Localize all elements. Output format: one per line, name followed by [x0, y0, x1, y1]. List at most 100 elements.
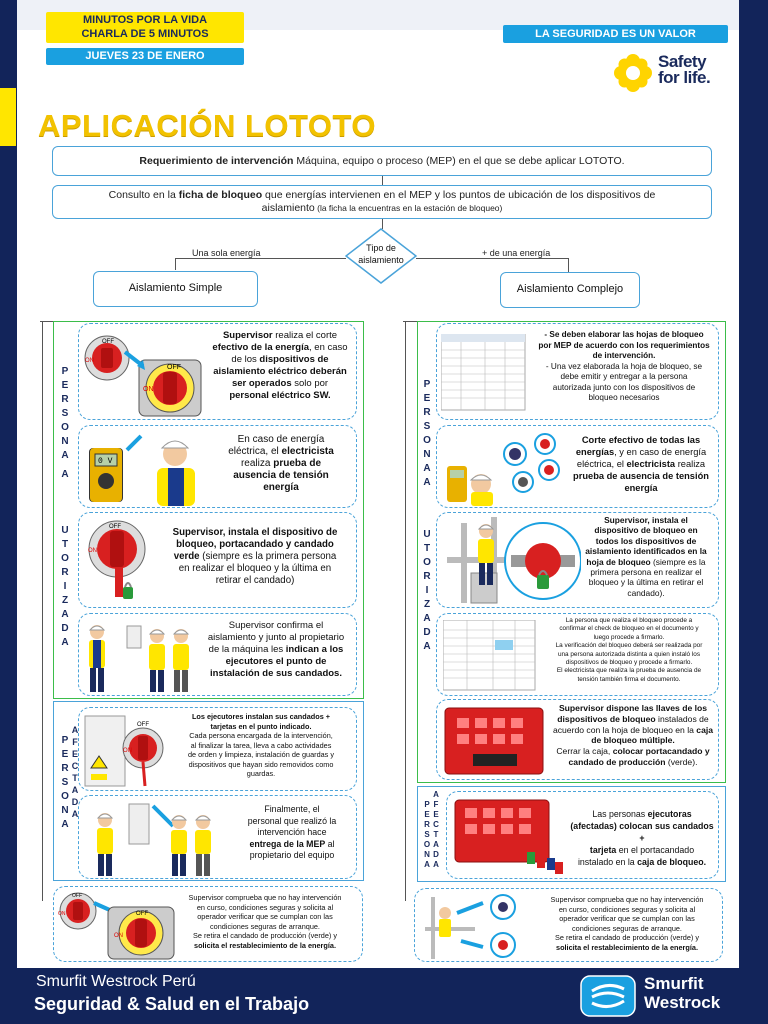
letter: S [423, 421, 431, 432]
decision-text: Tipo de aislamiento [345, 242, 417, 266]
consult-box: Consulto en la ficha de bloqueo que ener… [52, 185, 712, 219]
letter: R [423, 407, 431, 418]
letter: N [423, 449, 431, 460]
t: Corte efectivo de todas las [581, 435, 701, 445]
t: aislamiento eléctrico deberán [213, 366, 347, 377]
right-branch-line [416, 258, 568, 259]
date-tag: JUEVES 23 DE ENERO [46, 48, 244, 65]
connector [568, 258, 569, 272]
t: Cada persona encargada de la intervenció… [189, 731, 333, 740]
t: de los [231, 354, 260, 365]
a-vertical-left: A [61, 469, 69, 480]
right-step2-text: Corte efectivo de todas las energías, y … [563, 434, 718, 494]
left-step-cut-energy: OFF ON OFF ON Supervisor realiza el cort… [78, 323, 357, 420]
letter: A [71, 785, 79, 795]
t: caja [696, 724, 714, 735]
t: (siempre es la primera persona [199, 551, 337, 562]
t: bloqueo necesarios [588, 393, 660, 402]
left-accent-bar [0, 88, 16, 146]
letter: O [61, 422, 69, 433]
letter: A [71, 809, 79, 819]
t: por MEP de acuerdo con los requerimiento… [538, 340, 710, 350]
letter: D [71, 797, 79, 807]
connector [382, 219, 383, 229]
diamond-shape [345, 228, 417, 284]
letter: Z [423, 599, 431, 610]
letter: P [61, 735, 69, 746]
panel-switch-icon: OFF ON [84, 715, 164, 787]
letter: D [423, 627, 431, 638]
letter: O [423, 435, 431, 446]
t: solicita el [194, 940, 230, 950]
consult-b: ficha de bloqueo [178, 189, 263, 201]
letter: A [61, 819, 69, 830]
t: ausencia de tensión [233, 470, 329, 481]
t: una persona autorizada distinta a quien … [557, 650, 701, 658]
letter: E [61, 749, 69, 760]
t: La persona que realiza el bloqueo proced… [565, 617, 693, 624]
t: de la máquina les [208, 644, 286, 655]
t: indican a los [285, 644, 344, 655]
consult-e: (la ficha la encuentras en la estación d… [314, 203, 503, 213]
t: electricista [281, 446, 334, 457]
svg-text:OFF: OFF [167, 364, 181, 371]
t: de intervención. [592, 351, 656, 360]
consult-d: aislamiento [261, 202, 315, 214]
t: confirmar el check de bloqueo en el docu… [559, 625, 699, 633]
letter: T [61, 539, 69, 550]
t: instalación de sus candados. [210, 668, 342, 679]
letter: C [71, 761, 79, 771]
letter: I [425, 585, 429, 596]
t: Supervisor comprueba que no hay interven… [188, 893, 342, 902]
t: en realizar el bloqueo y la última en [178, 563, 332, 574]
letter: R [61, 763, 69, 774]
letter: F [72, 737, 78, 747]
t: El electricista que realiza la prueba de… [556, 667, 702, 675]
right-step-cut-all: Corte efectivo de todas las energías, y … [436, 425, 719, 508]
t: realiza [240, 458, 274, 469]
right-step-lock-box: Supervisor dispone las llaves de los dis… [436, 699, 719, 780]
t: caja de bloqueo. [637, 857, 707, 867]
letter: N [61, 436, 69, 447]
right-step5-text: Supervisor dispone las llaves de los dis… [547, 703, 718, 768]
footer-company: Smurfit Westrock Perú [36, 973, 196, 990]
t: Supervisor [222, 330, 273, 341]
letter: S [61, 777, 69, 788]
consult-c: que energías intervienen en el MEP y los… [262, 189, 656, 201]
t: Supervisor comprueba que no hay interven… [550, 895, 704, 904]
t: debe emitir y entregar a la persona [560, 372, 688, 381]
t: La verificación del bloqueo deberá ser r… [555, 642, 703, 650]
consult-a: Consulto en la [108, 189, 179, 201]
t: entrega de la MEP [249, 838, 326, 849]
left-step-confirm: Supervisor confirma el aislamiento y jun… [78, 613, 357, 696]
t: ejecutoras [647, 809, 692, 819]
t: aislamiento identificados en la [585, 546, 707, 557]
letter: R [61, 567, 69, 578]
value-tag: LA SEGURIDAD ES UN VALOR [503, 25, 728, 43]
t: efectivo de la energía [212, 342, 310, 353]
letter: E [424, 810, 430, 819]
letter: I [63, 581, 67, 592]
t: bloqueo y la última en retirar el [588, 577, 704, 588]
t: En caso de energía [237, 434, 325, 445]
right-step3-text: Supervisor, instala el dispositivo de bl… [573, 515, 718, 598]
req-bold: Requerimiento de intervención [139, 155, 294, 167]
letter: N [61, 805, 69, 816]
svg-text:OFF: OFF [137, 722, 149, 728]
verification-document-icon [443, 620, 536, 691]
letter: S [61, 408, 69, 419]
right-step-verify: La persona que realiza el bloqueo proced… [436, 613, 719, 696]
letter: D [61, 623, 69, 634]
t: al finalizar la tarea, lleva a cabo acti… [190, 740, 332, 750]
t: realiza el corte [272, 330, 338, 341]
multi-switch-electrician-icon [447, 433, 560, 506]
t: Se retira el candado de producción (verd… [193, 931, 337, 940]
t: personal que realizó la [247, 815, 337, 826]
svg-text:OFF: OFF [102, 339, 114, 345]
left-authorized-panel [53, 321, 364, 699]
left-step4-text: Supervisor confirma el aislamiento y jun… [197, 620, 355, 680]
disconnect-switch-icon: OFF ON OFF ON [84, 335, 202, 417]
req-rest: Máquina, equipo o proceso (MEP) en el qu… [293, 155, 625, 167]
complex-isolation-box: Aislamiento Complejo [500, 272, 640, 308]
